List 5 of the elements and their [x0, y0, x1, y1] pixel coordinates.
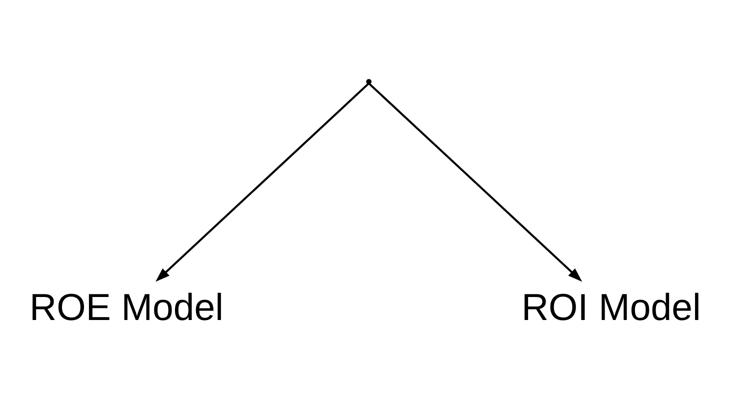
node-text: ROI Model [521, 286, 701, 328]
arrow [368, 82, 582, 282]
node-point [366, 78, 372, 84]
node-text: ROE Model [30, 286, 224, 328]
arrow [156, 82, 370, 282]
